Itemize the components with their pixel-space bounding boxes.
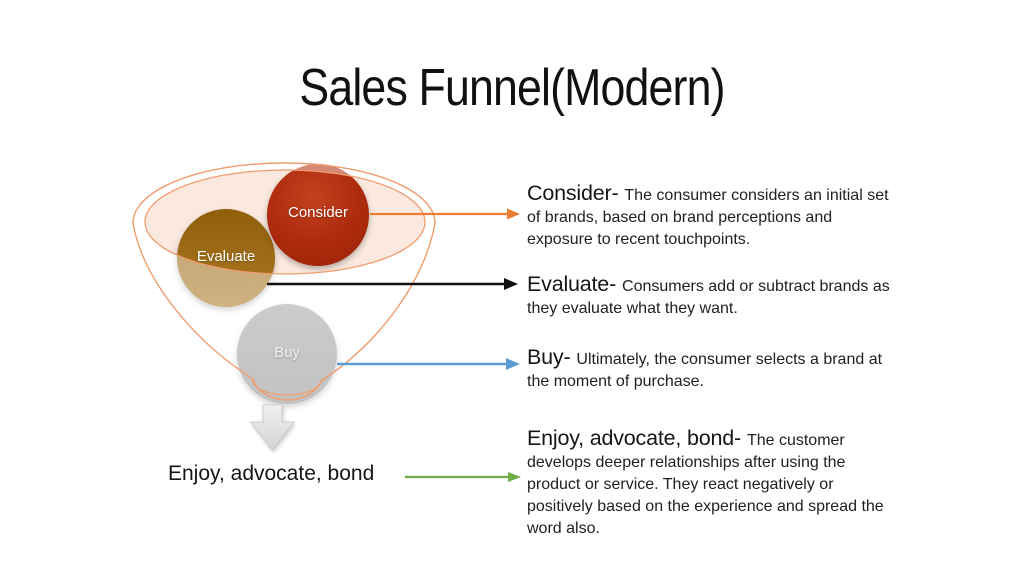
evaluate-circle [177, 209, 275, 307]
consider-circle-label: Consider [287, 204, 349, 221]
buy-arrowhead-icon [506, 358, 520, 370]
funnel-tip-rim [252, 378, 322, 396]
buy-annotation-lead: Buy- [527, 345, 571, 369]
consider-annotation-lead: Consider- [527, 181, 619, 205]
exit-stage-label: Enjoy, advocate, bond [168, 462, 375, 485]
page-title: Sales Funnel(Modern) [299, 59, 725, 117]
consider-arrow [370, 208, 520, 220]
evaluate-arrowhead-icon [504, 278, 518, 290]
buy-annotation-body: Ultimately, the consumer selects a brand… [527, 351, 883, 390]
consider-annotation-body: The consumer considers an initial set of… [527, 187, 889, 248]
buy-annotation: Buy-Ultimately, the consumer selects a b… [527, 346, 967, 393]
enjoy-annotation-body: The customer develops deeper relationshi… [527, 432, 884, 537]
consider-arrowhead-icon [507, 208, 520, 220]
consider-circle [267, 164, 369, 266]
evaluate-arrow [267, 278, 518, 290]
exit-arrow [405, 472, 521, 482]
funnel-veil-overlay [112, 148, 458, 424]
down-arrow-icon [250, 404, 295, 451]
exit-arrowhead-icon [508, 472, 521, 482]
buy-arrow [337, 358, 520, 370]
consider-annotation: Consider-The consumer considers an initi… [527, 182, 967, 251]
evaluate-annotation: Evaluate-Consumers add or subtract brand… [527, 273, 967, 320]
evaluate-annotation-lead: Evaluate- [527, 272, 617, 296]
buy-circle [237, 304, 337, 404]
enjoy-annotation-lead: Enjoy, advocate, bond- [527, 426, 741, 450]
evaluate-annotation-body: Consumers add or subtract brands as they… [527, 278, 890, 317]
evaluate-circle-label: Evaluate [196, 248, 256, 265]
funnel-bowl-outline [144, 169, 426, 275]
enjoy-annotation: Enjoy, advocate, bond-The customer devel… [527, 427, 967, 540]
buy-circle-label: Buy [274, 344, 300, 361]
